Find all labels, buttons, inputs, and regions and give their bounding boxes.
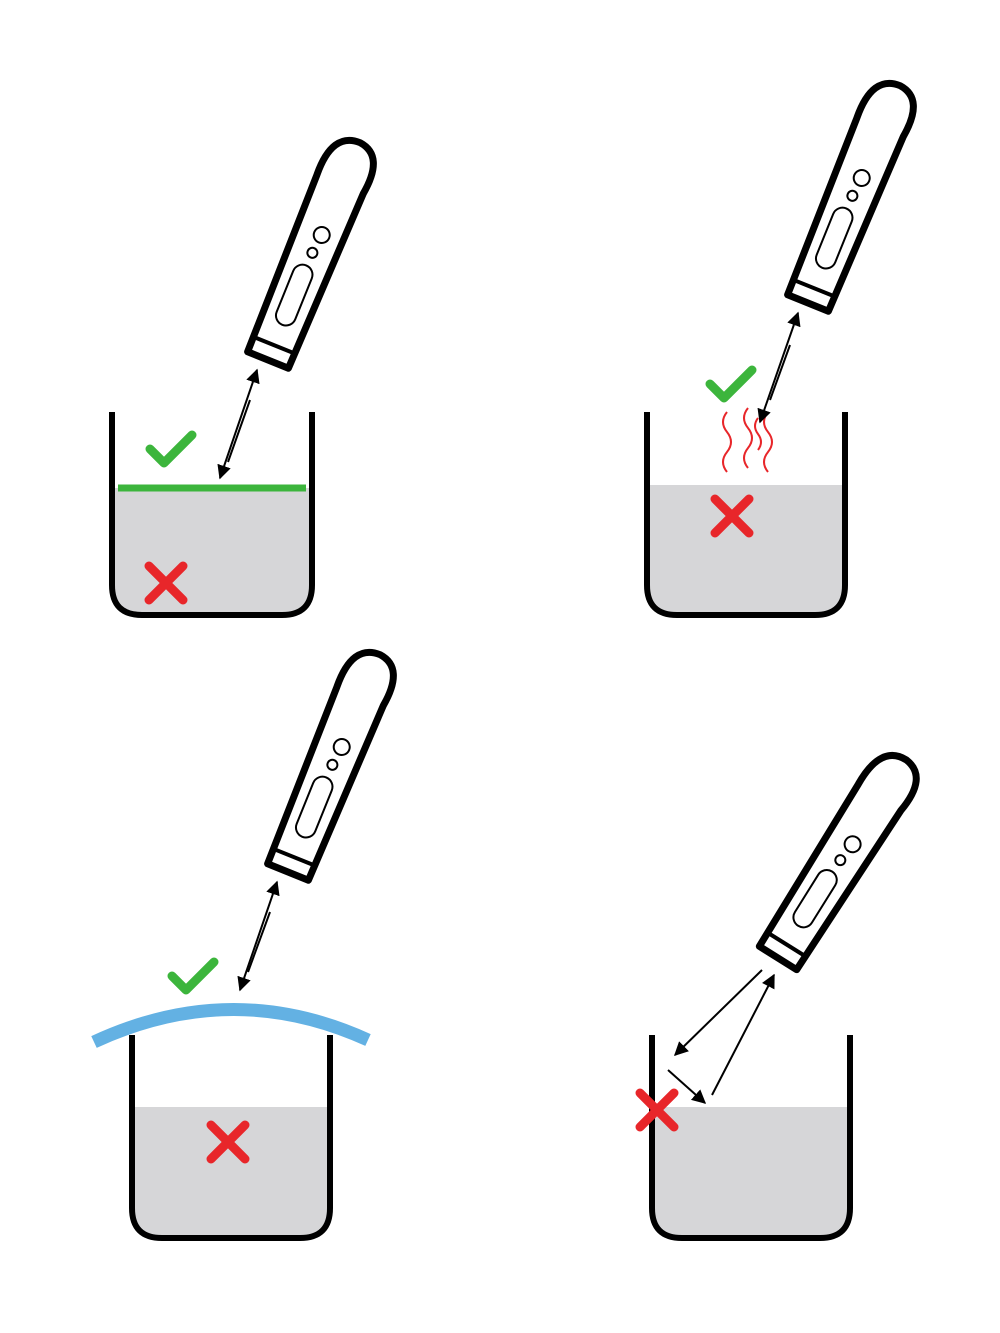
beaker [129, 1035, 333, 1241]
check-icon [710, 370, 752, 398]
beaker [649, 1035, 853, 1241]
beaker [109, 412, 315, 618]
liquid [135, 1107, 327, 1235]
reflected-arrow-icon [667, 969, 775, 1104]
liquid [650, 485, 842, 612]
thermometer-icon [758, 745, 926, 972]
panel-surface [109, 132, 382, 618]
check-icon [150, 435, 192, 463]
beaker [644, 412, 848, 618]
lid [91, 1003, 371, 1048]
thermometer-icon [246, 132, 382, 370]
double-arrow-icon [757, 311, 801, 424]
thermometer-icon [786, 75, 922, 313]
panel-steam [644, 75, 922, 618]
check-icon [172, 962, 214, 990]
liquid [655, 1107, 847, 1235]
liquid [115, 488, 309, 612]
steam-icon [722, 407, 773, 473]
double-arrow-icon [217, 368, 260, 480]
thermometer-icon [266, 644, 402, 882]
panel-lid [91, 644, 402, 1241]
double-arrow-icon [237, 880, 280, 992]
panel-wall-reflection [640, 745, 926, 1241]
